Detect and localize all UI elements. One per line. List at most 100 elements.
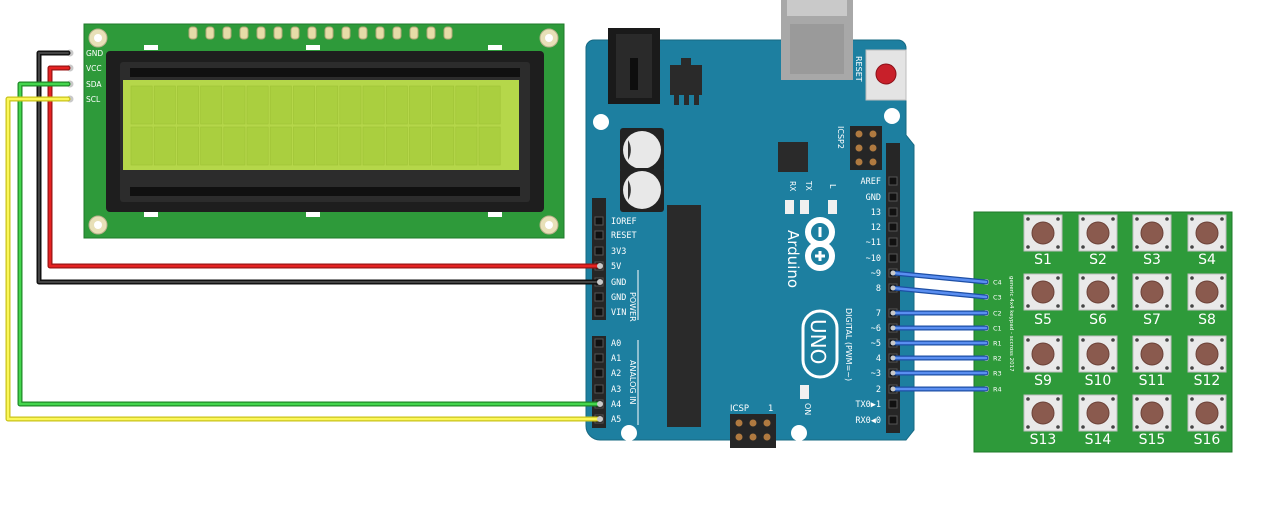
digital-pin-socket[interactable] [888, 207, 898, 217]
analog-pin-label: A5 [611, 415, 621, 425]
keypad-button[interactable] [1132, 273, 1172, 311]
power-pin-label: GND [611, 293, 626, 303]
digital-pin-label: ~10 [866, 254, 881, 264]
keypad-pin-label: C4 [993, 279, 1002, 287]
lcd-pin-scl: SCL [86, 95, 101, 104]
keypad-key-label: S7 [1143, 312, 1161, 328]
icsp-pin [735, 433, 743, 441]
keypad-button[interactable] [1078, 273, 1118, 311]
uno-badge: UNO [801, 309, 839, 379]
lcd-char-cell [478, 85, 501, 125]
power-pin-socket[interactable] [594, 246, 604, 256]
lcd-char-cell [432, 85, 455, 125]
power-header [592, 198, 606, 320]
digital-pin-socket[interactable] [888, 192, 898, 202]
icsp-label: ICSP [730, 404, 749, 414]
keypad-button[interactable] [1132, 335, 1172, 373]
icsp2-pin [855, 144, 863, 152]
digital-pin-label: 12 [871, 223, 881, 233]
icsp2-pin [869, 158, 877, 166]
keypad-button[interactable] [1023, 273, 1063, 311]
keypad-key-label: S13 [1030, 432, 1057, 448]
keypad-key-label: S6 [1089, 312, 1107, 328]
power-pin-socket[interactable] [594, 230, 604, 240]
digital-pin-socket[interactable] [888, 237, 898, 247]
icsp-header [730, 414, 776, 448]
icsp-pin [735, 419, 743, 427]
keypad-button[interactable] [1187, 273, 1227, 311]
lcd-header-pad [341, 26, 351, 40]
keypad-button[interactable] [1132, 394, 1172, 432]
usb-chip [778, 142, 808, 172]
analog-header [592, 336, 606, 428]
lcd-header-pad [443, 26, 453, 40]
lcd-char-cell [409, 126, 431, 166]
atmega-chip [667, 205, 701, 427]
keypad-button[interactable] [1078, 214, 1118, 252]
reset-label: RESET [854, 56, 863, 82]
keypad-silk-text: generic 4x4 keypad - sccross 2017 [1008, 276, 1014, 372]
keypad-button[interactable] [1023, 394, 1063, 432]
lcd-char-cell [153, 85, 176, 125]
lcd-header-pad [256, 26, 266, 40]
analog-pin-socket[interactable] [594, 368, 604, 378]
analog-pin-socket[interactable] [594, 384, 604, 394]
lcd-char-cell [293, 85, 315, 125]
digital-pin-label: GND [866, 193, 881, 203]
power-pin-socket[interactable] [594, 307, 604, 317]
power-pin-label: VIN [611, 308, 626, 318]
keypad-pin-label: R3 [993, 370, 1002, 378]
icsp2-pin [855, 130, 863, 138]
power-pin-socket[interactable] [594, 292, 604, 302]
lcd-char-cell [223, 85, 246, 125]
digital-pin-socket[interactable] [888, 399, 898, 409]
digital-pin-socket[interactable] [888, 222, 898, 232]
digital-pin-socket[interactable] [888, 415, 898, 425]
lcd-char-cell [362, 85, 385, 125]
icsp2-pin [869, 144, 877, 152]
reset-button[interactable] [865, 49, 907, 101]
digital-pin-label: 4 [876, 354, 881, 364]
keypad-button[interactable] [1187, 214, 1227, 252]
keypad-button[interactable] [1132, 214, 1172, 252]
keypad-key-label: S11 [1139, 373, 1166, 389]
lcd-top-header [188, 26, 453, 40]
lcd-char-cell [316, 85, 339, 125]
keypad-button[interactable] [1078, 335, 1118, 373]
icsp2-pin [869, 130, 877, 138]
keypad-key-label: S8 [1198, 312, 1216, 328]
rx-led [785, 200, 794, 214]
digital-pin-socket[interactable] [888, 176, 898, 186]
keypad-button[interactable] [1187, 394, 1227, 432]
digital-pin-label: 8 [876, 284, 881, 294]
keypad-button[interactable] [1078, 394, 1118, 432]
lcd-header-pad [188, 26, 198, 40]
analog-pin-socket[interactable] [594, 353, 604, 363]
power-pin-socket[interactable] [594, 216, 604, 226]
keypad-key-label: S5 [1034, 312, 1052, 328]
keypad-button[interactable] [1023, 335, 1063, 373]
arduino-uno-board: RESET ICSP2 TX RX L ON Arduino UNO AREFG… [585, 0, 915, 448]
digital-pin-socket[interactable] [888, 253, 898, 263]
lcd-character-cells [130, 85, 501, 166]
keypad-pin-label: R2 [993, 355, 1002, 363]
lcd-char-cell [246, 126, 269, 166]
keypad-button[interactable] [1187, 335, 1227, 373]
keypad-pin-label: C2 [993, 310, 1002, 318]
lcd-header-pad [205, 26, 215, 40]
lcd-char-cell [339, 85, 362, 125]
lcd-char-cell [455, 126, 478, 166]
lcd-header-pad [426, 26, 436, 40]
digital-pin-label: ~6 [871, 324, 881, 334]
lcd-char-cell [177, 85, 199, 125]
keypad-button[interactable] [1023, 214, 1063, 252]
analog-pin-socket[interactable] [594, 338, 604, 348]
keypad-key-label: S1 [1034, 252, 1052, 268]
lcd-char-cell [130, 85, 153, 125]
digital-pin-label: 7 [876, 309, 881, 319]
digital-pin-label: TX0▶1 [855, 400, 881, 410]
